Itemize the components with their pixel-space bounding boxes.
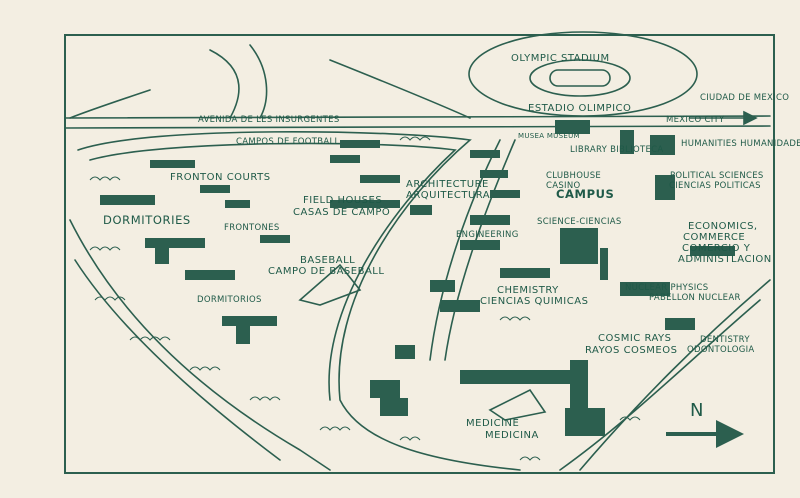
avenida-road	[65, 115, 771, 119]
humanities-label: HUMANITIES HUMANIDADES	[681, 139, 800, 149]
baseball-diamond	[298, 263, 362, 306]
museum-label: MUSEA MUSEUM	[518, 132, 580, 140]
estadio-olimpico-label: ESTADIO OLIMPICO	[528, 103, 632, 114]
west-road	[69, 219, 331, 471]
campus-label: CAMPUS	[556, 187, 615, 201]
clubhouse-label: CLUBHOUSE	[546, 171, 602, 181]
dentistry-label: DENTISTRY	[700, 335, 750, 345]
mexico-city-label: MEXICO CITY	[666, 115, 725, 125]
rayos-cosmeos-label: RAYOS COSMEOS	[585, 345, 678, 356]
map-border	[64, 34, 775, 474]
library-label: LIBRARY BIBLIOTECA	[570, 145, 664, 155]
architecture-label: ARCHITECTURE	[406, 179, 489, 190]
casas-de-campo-label: CASAS DE CAMPO	[293, 207, 391, 218]
north-arrow-icon	[666, 420, 744, 448]
fronton-courts-label: FRONTON COURTS	[170, 172, 271, 183]
avenida-label: AVENIDA DE LES INSURGENTES	[198, 115, 340, 125]
stadium-inner	[529, 59, 631, 97]
cosmic-rays-label: COSMIC RAYS	[598, 333, 672, 344]
ciencias-quimicas-label: CIENCIAS QUIMICAS	[480, 296, 589, 307]
upper-road	[209, 49, 240, 119]
olympic-stadium-label: OLYMPIC STADIUM	[511, 53, 610, 64]
field-houses-label: FIELD HOUSES	[303, 195, 383, 206]
dorm-block-1	[100, 195, 155, 205]
frontones-label: FRONTONES	[224, 223, 280, 233]
ciudad-de-mexico-label: CIUDAD DE MEXICO	[700, 93, 790, 103]
commerce-label: COMMERCE	[683, 232, 746, 243]
campo-baseball-label: CAMPO DE BASEBALL	[268, 266, 385, 277]
central-road	[429, 139, 501, 361]
east-road	[579, 279, 771, 471]
campos-football-label: CAMPOS DE FOOTBALL	[236, 137, 340, 147]
political-sciences-label: POLITICAL SCIENCES	[670, 171, 764, 181]
medicina-label: MEDICINA	[485, 430, 539, 441]
engineering-label: ENGINEERING	[456, 230, 519, 240]
medicine-plaza	[488, 388, 547, 421]
chemistry-label: CHEMISTRY	[497, 285, 559, 296]
comercio-label: COMERCIO Y	[682, 243, 751, 254]
casino-label: CASINO	[546, 181, 581, 191]
baseball-label: BASEBALL	[300, 255, 356, 266]
loop-road	[77, 131, 521, 471]
administlacion-label: ADMINISTLACION	[678, 254, 772, 265]
nuclear-physics-label: NUCLEAR PHYSICS	[625, 283, 709, 293]
ciencias-politicas-label: CIENCIAS POLITICAS	[669, 181, 761, 191]
dormitories-label: DORMITORIES	[103, 213, 191, 227]
north-arrow: N	[664, 398, 748, 470]
trees	[89, 136, 641, 461]
dormitorios-label: DORMITORIOS	[197, 295, 262, 305]
north-label: N	[690, 400, 704, 421]
medicine-label: MEDICINE	[466, 418, 520, 429]
economics-label: ECONOMICS,	[688, 221, 758, 232]
arquitectura-label: ARQUITECTURA	[406, 190, 491, 201]
odontologia-label: ODONTOLOGIA	[687, 345, 755, 355]
stadium-field	[549, 69, 611, 87]
pabellon-nuclear-label: PABELLON NUCLEAR	[649, 293, 741, 303]
science-label: SCIENCE-CIENCIAS	[537, 217, 622, 227]
